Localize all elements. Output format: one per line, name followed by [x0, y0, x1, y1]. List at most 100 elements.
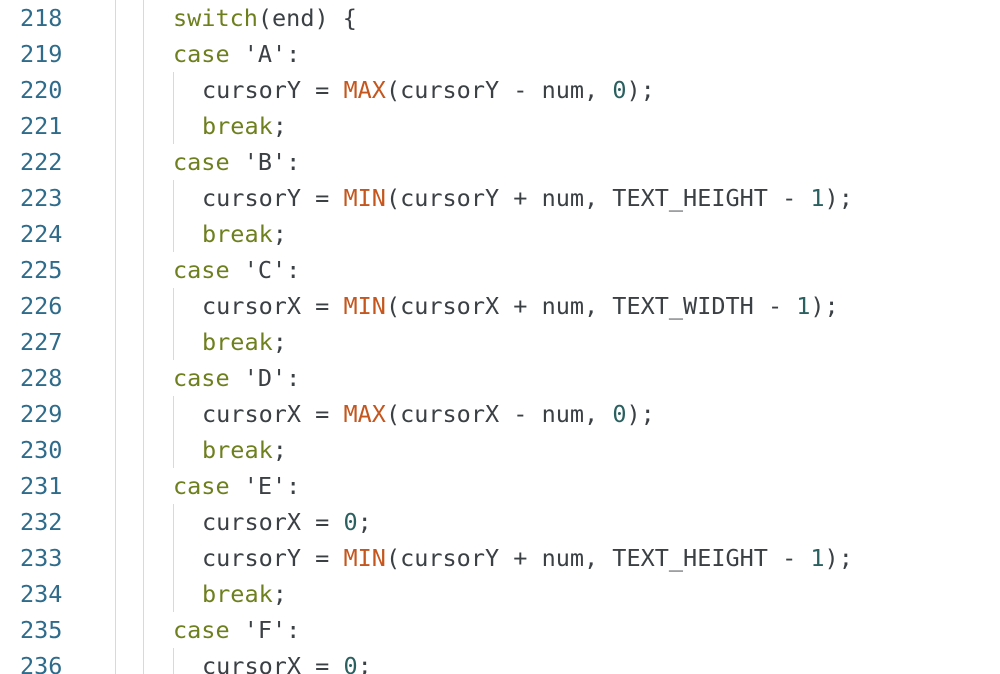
line-number: 235: [20, 616, 63, 644]
text-token: ;: [357, 652, 372, 674]
text-token: ;: [357, 508, 372, 536]
text-token: (cursorX + num, TEXT_WIDTH -: [385, 292, 797, 320]
text-token: (cursorY - num,: [385, 76, 613, 104]
indent-guide: [143, 324, 144, 360]
function-token: MAX: [343, 400, 386, 428]
code-text: cursorY = MIN(cursorY + num, TEXT_HEIGHT…: [202, 180, 853, 216]
text-token: );: [810, 292, 839, 320]
code-line[interactable]: 223 cursorY = MIN(cursorY + num, TEXT_HEI…: [0, 180, 1000, 216]
text-token: 'B':: [229, 148, 301, 176]
code-line[interactable]: 224 break;: [0, 216, 1000, 252]
line-number: 220: [20, 76, 63, 104]
text-token: 'C':: [229, 256, 301, 284]
line-number: 228: [20, 364, 63, 392]
text-token: ;: [272, 580, 287, 608]
keyword-token: case: [173, 472, 230, 500]
indent-guide: [143, 288, 144, 324]
indent-guide: [173, 648, 174, 674]
line-number: 218: [20, 4, 63, 32]
keyword-token: break: [202, 220, 273, 248]
indent-guide: [115, 576, 116, 612]
keyword-token: case: [173, 40, 230, 68]
code-line[interactable]: 225 case 'C':: [0, 252, 1000, 288]
indent-guide: [115, 108, 116, 144]
function-token: MIN: [343, 292, 386, 320]
indent-guide: [173, 504, 174, 540]
code-text: break;: [202, 108, 287, 144]
code-text: break;: [202, 576, 287, 612]
number-token: 1: [796, 292, 811, 320]
line-number: 223: [20, 184, 63, 212]
code-text: case 'D':: [173, 360, 300, 396]
indent-guide: [143, 108, 144, 144]
text-token: (end) {: [257, 4, 357, 32]
keyword-token: case: [173, 616, 230, 644]
indent-guide: [173, 72, 174, 108]
indent-guide: [173, 216, 174, 252]
code-text: cursorX = 0;: [202, 648, 372, 674]
text-token: ;: [272, 328, 287, 356]
indent-guide: [115, 396, 116, 432]
indent-guide: [115, 648, 116, 674]
text-token: 'D':: [229, 364, 301, 392]
indent-guide: [143, 36, 144, 72]
indent-guide: [143, 396, 144, 432]
indent-guide: [115, 180, 116, 216]
text-token: cursorY =: [202, 184, 344, 212]
number-token: 0: [343, 652, 358, 674]
number-token: 1: [810, 544, 825, 572]
code-text: cursorX = MAX(cursorX - num, 0);: [202, 396, 655, 432]
indent-guide: [143, 360, 144, 396]
indent-guide: [173, 180, 174, 216]
number-token: 1: [810, 184, 825, 212]
line-number: 222: [20, 148, 63, 176]
function-token: MIN: [343, 184, 386, 212]
number-token: 0: [612, 76, 627, 104]
text-token: cursorX =: [202, 652, 344, 674]
line-number: 219: [20, 40, 63, 68]
text-token: ;: [272, 436, 287, 464]
indent-guide: [173, 432, 174, 468]
keyword-token: switch: [173, 4, 258, 32]
line-number: 224: [20, 220, 63, 248]
line-number: 230: [20, 436, 63, 464]
indent-guide: [173, 396, 174, 432]
indent-guide: [143, 432, 144, 468]
text-token: 'A':: [229, 40, 301, 68]
indent-guide: [115, 216, 116, 252]
code-text: cursorY = MIN(cursorY + num, TEXT_HEIGHT…: [202, 540, 853, 576]
text-token: 'E':: [229, 472, 301, 500]
text-token: cursorX =: [202, 508, 344, 536]
indent-guide: [115, 288, 116, 324]
line-number: 225: [20, 256, 63, 284]
text-token: );: [626, 76, 655, 104]
code-text: switch(end) {: [173, 0, 357, 36]
code-text: break;: [202, 216, 287, 252]
code-text: cursorX = 0;: [202, 504, 372, 540]
indent-guide: [115, 504, 116, 540]
indent-guide: [143, 504, 144, 540]
indent-guide: [173, 540, 174, 576]
keyword-token: case: [173, 256, 230, 284]
code-line[interactable]: 218 switch(end) {: [0, 0, 1000, 36]
text-token: cursorY =: [202, 76, 344, 104]
text-token: cursorX =: [202, 292, 344, 320]
code-line[interactable]: 228 case 'D':: [0, 360, 1000, 396]
code-text: break;: [202, 324, 287, 360]
code-line[interactable]: 219 case 'A':: [0, 36, 1000, 72]
text-token: );: [824, 184, 853, 212]
